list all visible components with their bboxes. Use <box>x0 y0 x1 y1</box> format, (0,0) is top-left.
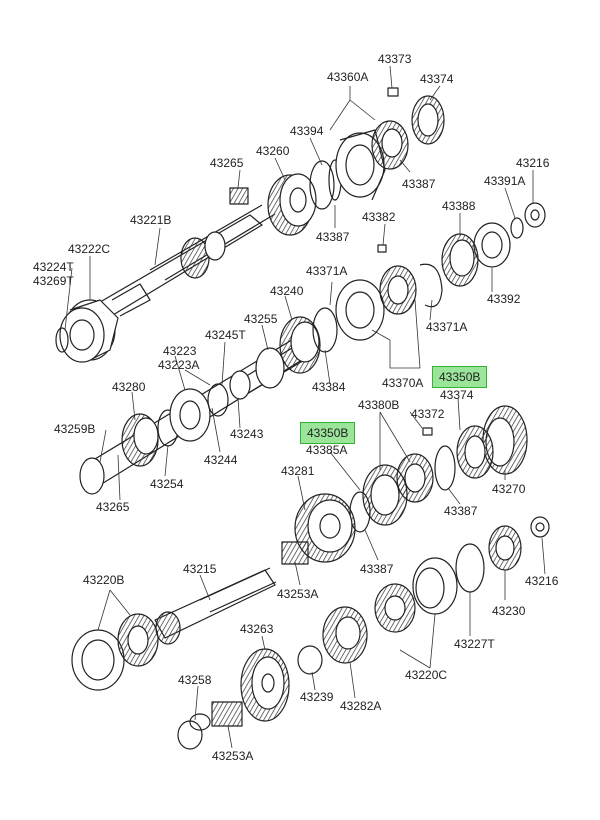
callout-43385a[interactable]: 43385A <box>306 443 348 457</box>
callout-43280[interactable]: 43280 <box>112 380 146 394</box>
callout-43373[interactable]: 43373 <box>378 52 412 66</box>
hub-43370a <box>379 265 417 315</box>
callout-43384[interactable]: 43384 <box>312 380 346 394</box>
gear-43280 <box>121 413 159 467</box>
callout-43227t[interactable]: 43227T <box>454 637 495 651</box>
callout-43222c[interactable]: 43222C <box>68 242 111 256</box>
callout-43371a-right[interactable]: 43371A <box>426 320 468 334</box>
callout-43259b[interactable]: 43259B <box>54 422 96 436</box>
gear-43240 <box>279 316 321 374</box>
nut-43216-top <box>524 202 546 228</box>
spacer-43243 <box>229 370 251 400</box>
callout-43221b[interactable]: 43221B <box>130 213 172 227</box>
callout-43380b[interactable]: 43380B <box>358 398 400 412</box>
gear-43230 <box>488 525 522 571</box>
nut-43216-bot <box>530 516 550 538</box>
needle-bearing-43265-top <box>229 187 249 205</box>
hub-43374-mid <box>456 425 494 479</box>
callout-43245t[interactable]: 43245T <box>205 328 246 342</box>
hub-43374-top <box>371 120 409 170</box>
callout-43243[interactable]: 43243 <box>230 427 264 441</box>
bearing-cone-43220c <box>374 583 416 633</box>
bearing-race-43220c <box>412 557 458 615</box>
callout-43240[interactable]: 43240 <box>270 284 304 298</box>
callout-43374-top[interactable]: 43374 <box>420 72 454 86</box>
callout-43255[interactable]: 43255 <box>244 312 278 326</box>
callout-43282a[interactable]: 43282A <box>340 699 382 713</box>
callout-43371a-top[interactable]: 43371A <box>306 264 348 278</box>
callout-43370a[interactable]: 43370A <box>382 376 424 390</box>
callout-43260[interactable]: 43260 <box>256 144 290 158</box>
sleeve-43385a <box>362 464 408 526</box>
needle-bearing-43253a-top <box>281 541 309 565</box>
callout-43374-mid[interactable]: 43374 <box>440 388 474 402</box>
sleeve-43370a <box>335 279 385 341</box>
callout-43388[interactable]: 43388 <box>442 199 476 213</box>
callout-43263[interactable]: 43263 <box>240 622 274 636</box>
sleeve-43255 <box>255 347 285 389</box>
bearing-43392 <box>473 222 511 268</box>
callout-43216-bot[interactable]: 43216 <box>525 574 559 588</box>
callout-43382[interactable]: 43382 <box>362 210 396 224</box>
ring-43374-top <box>411 95 445 145</box>
needle-bearing-43253a-bot <box>211 701 243 727</box>
key-43372 <box>422 427 433 436</box>
callout-43230[interactable]: 43230 <box>492 604 526 618</box>
spring-43371a <box>419 263 443 308</box>
snap-ring-43224t <box>55 327 69 353</box>
callout-43220b[interactable]: 43220B <box>83 573 125 587</box>
callout-43387-b[interactable]: 43387 <box>316 230 350 244</box>
gear-43281 <box>294 493 356 563</box>
callout-43391a[interactable]: 43391A <box>484 174 526 188</box>
callout-43270[interactable]: 43270 <box>492 482 526 496</box>
gear-43260 <box>267 173 317 236</box>
key-43373 <box>387 87 399 97</box>
callout-43215[interactable]: 43215 <box>183 562 217 576</box>
callout-43253a-top[interactable]: 43253A <box>277 587 319 601</box>
collar-43258 <box>177 713 211 750</box>
callout-43223[interactable]: 43223 <box>163 344 197 358</box>
callout-43220c[interactable]: 43220C <box>405 668 448 682</box>
callout-43350b-top-highlight[interactable]: 43350B <box>432 366 488 388</box>
callout-43224t[interactable]: 43224T <box>33 260 74 274</box>
gear-43221b <box>180 231 226 279</box>
callout-43372[interactable]: 43372 <box>411 407 445 421</box>
callout-43216-top[interactable]: 43216 <box>516 156 550 170</box>
callout-43387-d[interactable]: 43387 <box>360 562 394 576</box>
callout-43244[interactable]: 43244 <box>204 453 238 467</box>
sleeve-43239 <box>297 645 323 675</box>
gear-43388 <box>441 233 479 287</box>
bearing-43223 <box>169 388 211 442</box>
callout-43387-c[interactable]: 43387 <box>444 504 478 518</box>
callout-43350b-mid-highlight[interactable]: 43350B <box>300 422 356 444</box>
callout-43239[interactable]: 43239 <box>300 690 334 704</box>
callout-43281[interactable]: 43281 <box>281 464 315 478</box>
bearing-cup-43220b <box>71 629 125 691</box>
key-43382 <box>377 244 387 253</box>
callout-43360a[interactable]: 43360A <box>327 70 369 84</box>
callout-43387-a[interactable]: 43387 <box>402 177 436 191</box>
callout-43265-mid[interactable]: 43265 <box>96 500 130 514</box>
ring-43223a <box>207 383 229 417</box>
callout-43254[interactable]: 43254 <box>150 477 184 491</box>
leader-lines <box>64 65 546 749</box>
callout-43265-top[interactable]: 43265 <box>210 156 244 170</box>
callout-43223a[interactable]: 43223A <box>158 358 200 372</box>
bearing-43222c <box>59 299 119 363</box>
callout-43253a-bot[interactable]: 43253A <box>212 749 254 763</box>
gear-43263 <box>240 648 290 722</box>
bearing-cone-43220b <box>117 613 159 667</box>
callout-43258[interactable]: 43258 <box>178 673 212 687</box>
washer-43391a <box>510 217 524 239</box>
callout-43394[interactable]: 43394 <box>290 124 324 138</box>
synchro-43387-c <box>434 445 456 491</box>
callout-43269t[interactable]: 43269T <box>33 274 74 288</box>
ring-43227t <box>455 543 485 593</box>
gear-43282a <box>322 606 368 664</box>
callout-43392[interactable]: 43392 <box>487 292 521 306</box>
